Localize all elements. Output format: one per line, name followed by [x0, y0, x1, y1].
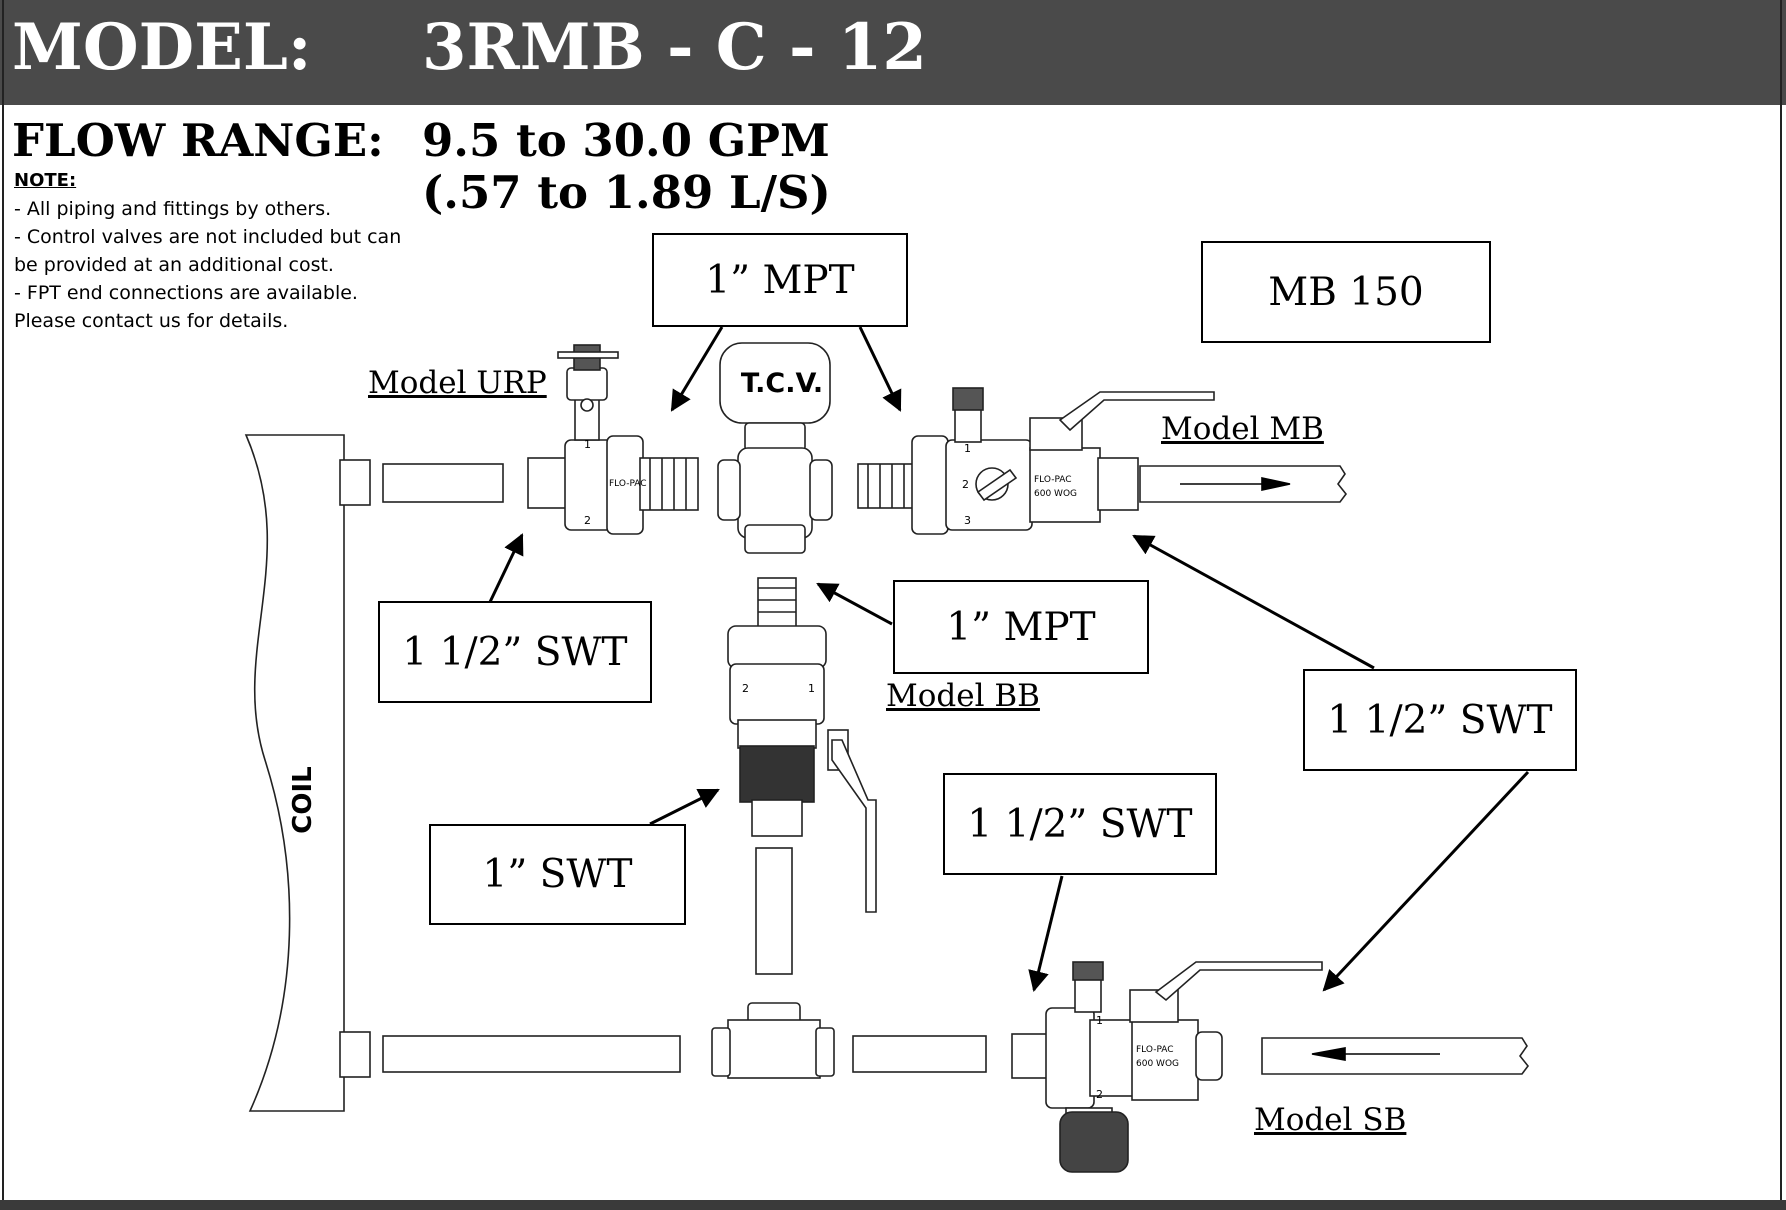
- model-value: 3RMB - C - 12: [422, 10, 927, 85]
- note-title: NOTE:: [14, 170, 77, 191]
- brand-mark: FLO-PAC: [609, 479, 647, 489]
- tee-fitting: [711, 1002, 835, 1079]
- pipe-segment: [382, 463, 504, 503]
- pipe-segment: [852, 1035, 987, 1073]
- label-model-sb: Model SB: [1254, 1102, 1407, 1138]
- note-line: - All piping and fittings by others.: [14, 198, 332, 220]
- leader-arrow: [1028, 875, 1064, 993]
- port-number: 1: [1096, 1014, 1103, 1027]
- label-model-mb: Model MB: [1161, 411, 1324, 447]
- bb-valve: [727, 577, 877, 913]
- leader-arrow: [816, 582, 893, 626]
- leader-arrow: [488, 533, 524, 603]
- leader-arrow: [670, 326, 724, 412]
- note-line: - Control valves are not included but ca…: [14, 226, 402, 248]
- label-model-urp: Model URP: [368, 365, 547, 401]
- flow-arrowhead-in: [1311, 1047, 1346, 1061]
- note-line: be provided at an additional cost.: [14, 254, 334, 276]
- callout-mpt-top: 1” MPT: [652, 233, 908, 327]
- leader-arrow: [1322, 770, 1530, 992]
- tcv-valve: [717, 342, 833, 554]
- brand-mark: FLO-PAC: [1034, 475, 1072, 485]
- leader-arrow: [649, 788, 720, 826]
- port-number: 3: [964, 514, 971, 527]
- port-number: 1: [964, 442, 971, 455]
- callout-swt-small: 1” SWT: [429, 824, 686, 925]
- port-number: 2: [584, 514, 591, 527]
- coil: [244, 434, 371, 1112]
- port-number: 1: [584, 438, 591, 451]
- note-line: - FPT end connections are available.: [14, 282, 358, 304]
- header-bar: MODEL: 3RMB - C - 12: [0, 0, 1786, 105]
- leader-arrow: [858, 326, 902, 412]
- leader-arrow: [1132, 534, 1375, 670]
- brand-mark: FLO-PAC: [1136, 1045, 1174, 1055]
- sb-pipe: [1261, 1037, 1530, 1075]
- callout-swt-right: 1 1/2” SWT: [1303, 669, 1577, 771]
- flow-range-gpm: 9.5 to 30.0 GPM: [422, 114, 830, 167]
- tcv-label: T.C.V.: [741, 368, 823, 399]
- pipe-segment: [755, 847, 793, 975]
- rating-mark: 600 WOG: [1136, 1059, 1179, 1069]
- sb-valve: [1011, 961, 1323, 1173]
- port-number: 2: [742, 682, 749, 695]
- port-number: 2: [962, 478, 969, 491]
- flow-range-label: FLOW RANGE:: [12, 114, 384, 167]
- label-model-bb: Model BB: [886, 678, 1040, 714]
- rating-mark: 600 WOG: [1034, 489, 1077, 499]
- port-number: 2: [1096, 1088, 1103, 1101]
- notes-block: NOTE: - All piping and fittings by other…: [14, 167, 401, 335]
- flow-range-lps: (.57 to 1.89 L/S): [422, 166, 831, 219]
- note-line: Please contact us for details.: [14, 310, 289, 332]
- bottom-bar: [0, 1200, 1786, 1210]
- coil-label: COIL: [288, 766, 318, 833]
- callout-swt-bottom: 1 1/2” SWT: [943, 773, 1217, 875]
- model-label: MODEL:: [12, 10, 312, 85]
- urp-valve: [527, 344, 699, 535]
- port-number: 1: [808, 682, 815, 695]
- callout-mb150: MB 150: [1201, 241, 1491, 343]
- callout-mpt-mid: 1” MPT: [893, 580, 1149, 674]
- mb-valve: [857, 387, 1215, 535]
- callout-swt-left: 1 1/2” SWT: [378, 601, 652, 703]
- flow-arrowhead-out: [1261, 477, 1291, 491]
- pipe-segment: [382, 1035, 681, 1073]
